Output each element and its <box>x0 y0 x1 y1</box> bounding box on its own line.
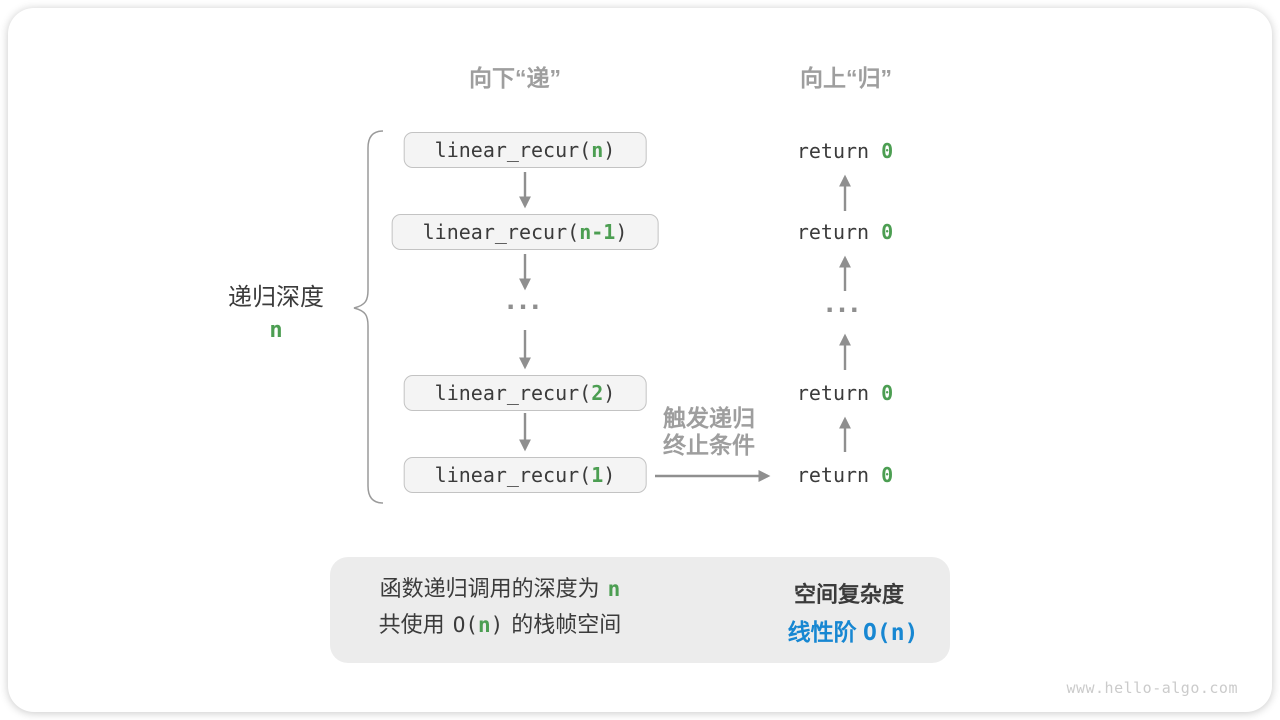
ascend-ellipsis: ... <box>825 286 863 319</box>
return-statement-2: return 0 <box>796 220 894 244</box>
return-statement-4: return 0 <box>796 463 894 487</box>
base-case-label: 触发递归 终止条件 <box>663 405 755 459</box>
return-value: 0 <box>881 381 894 405</box>
summary-right-title: 空间复杂度 <box>793 582 905 607</box>
base-case-line2: 终止条件 <box>663 432 755 458</box>
summary-right-value: 线性阶 O(n) <box>787 619 919 646</box>
return-value: 0 <box>881 139 894 163</box>
return-value: 0 <box>881 220 894 244</box>
call-box-1: linear_recur(1) <box>403 457 647 493</box>
summary-complexity-open: O( <box>452 613 478 637</box>
call-code: linear_recur( <box>422 220 580 244</box>
call-code: linear_recur( <box>434 463 592 487</box>
depth-brace <box>353 130 384 504</box>
column-header-ascend: 向上“归” <box>800 65 892 91</box>
summary-box <box>330 557 950 663</box>
call-arg: 1 <box>591 463 604 487</box>
call-box-n: linear_recur(n) <box>403 132 647 168</box>
column-header-descend: 向下“递” <box>469 65 561 91</box>
descend-ellipsis: ... <box>506 283 544 316</box>
base-case-line1: 触发递归 <box>663 405 755 431</box>
call-arg: 2 <box>591 381 604 405</box>
call-code: linear_recur( <box>434 381 592 405</box>
summary-complexity-close: ) <box>490 613 504 637</box>
call-arg: n <box>591 138 604 162</box>
summary-right-complexity: O(n) <box>863 620 919 646</box>
watermark: www.hello-algo.com <box>1066 679 1238 697</box>
return-statement-1: return 0 <box>796 139 894 163</box>
return-statement-3: return 0 <box>796 381 894 405</box>
call-code: linear_recur( <box>434 138 592 162</box>
depth-value: n <box>269 318 283 343</box>
call-box-n-1: linear_recur(n-1) <box>391 214 659 250</box>
summary-complexity-n: n <box>477 613 491 637</box>
summary-depth-n: n <box>607 577 621 601</box>
call-box-2: linear_recur(2) <box>403 375 647 411</box>
return-value: 0 <box>881 463 894 487</box>
call-arg: n-1 <box>579 220 616 244</box>
depth-label: 递归深度 <box>228 284 324 311</box>
